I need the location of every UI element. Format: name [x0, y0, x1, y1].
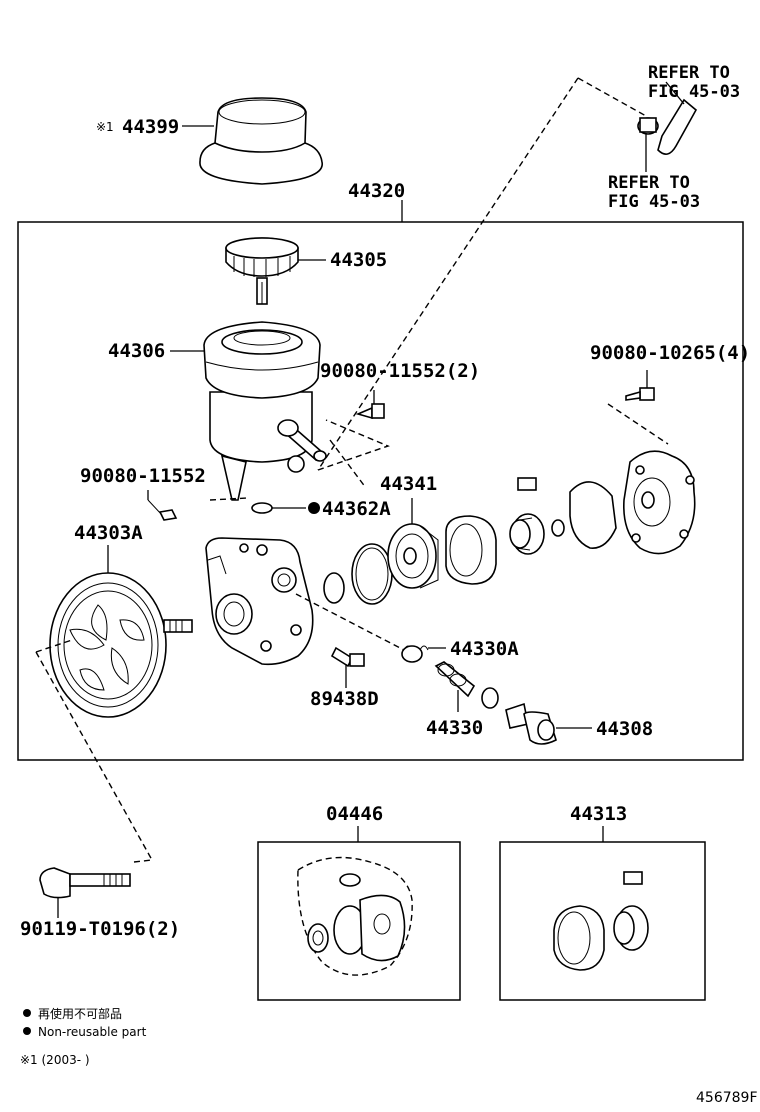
bolt-90080-10265-4 [625, 387, 655, 401]
figure-code: 456789F [696, 1090, 758, 1106]
label-44308: 44308 [596, 718, 653, 740]
cartridge-kit-44313-parts [553, 871, 649, 971]
label-44313: 44313 [570, 803, 627, 825]
assembly-box-44320 [17, 221, 744, 761]
dash-hose-connection [577, 77, 647, 117]
pulley-44303a [49, 572, 193, 718]
gasket [569, 481, 617, 549]
rear-housing [623, 450, 696, 555]
rotor [509, 477, 565, 555]
hose-clip [637, 117, 659, 135]
bolt-90080-11552-2 [355, 403, 385, 420]
pressure-switch-89438d [330, 646, 365, 668]
label-44330: 44330 [426, 717, 483, 739]
refer-label-top-1: REFER TO [648, 63, 730, 83]
label-04446: 04446 [326, 803, 383, 825]
label-44341: 44341 [380, 473, 437, 495]
spring-44330a [401, 645, 429, 663]
label-44330a: 44330A [450, 638, 519, 660]
reservoir-cap-44305 [225, 237, 299, 305]
gasket-kit-04446-parts [297, 856, 413, 976]
cam-ring [445, 515, 497, 585]
legend-jp: 再使用不可部品 [38, 1006, 122, 1021]
label-44306: 44306 [108, 340, 165, 362]
reservoir-tank-44306 [203, 321, 327, 501]
refer-label-top-2: FIG 45-03 [648, 82, 740, 102]
refer-label-bottom-1: REFER TO [608, 173, 690, 193]
label-44303a: 44303A [74, 522, 143, 544]
bolt-90080-11552 [147, 499, 178, 521]
label-44362a: 44362A [322, 498, 391, 520]
label-90080-11552-2: 90080-11552(2) [320, 360, 480, 382]
o-ring-44362a [251, 502, 273, 514]
label-44399: 44399 [122, 116, 179, 138]
pump-body [205, 537, 314, 666]
label-44320: 44320 [348, 180, 405, 202]
union-bolt-44308 [505, 702, 557, 745]
side-plate-44341 [387, 523, 439, 589]
bolt-90119-t0196 [39, 867, 131, 899]
label-90080-11552: 90080-11552 [80, 465, 206, 487]
legend-en: Non-reusable part [38, 1025, 147, 1039]
return-hose [657, 98, 698, 155]
label-44305: 44305 [330, 249, 387, 271]
refer-label-bottom-2: FIG 45-03 [608, 192, 700, 212]
kit-box-04446 [257, 841, 461, 1001]
legend-note1: ※1 (2003- ) [20, 1053, 90, 1067]
label-90080-10265-4: 90080-10265(4) [590, 342, 750, 364]
reservoir-cover-44399 [199, 97, 323, 185]
label-89438d: 89438D [310, 688, 379, 710]
flow-valve-44330 [434, 661, 476, 698]
label-44399-mark: ※1 [96, 120, 114, 134]
label-90119-t0196: 90119-T0196(2) [20, 918, 180, 940]
